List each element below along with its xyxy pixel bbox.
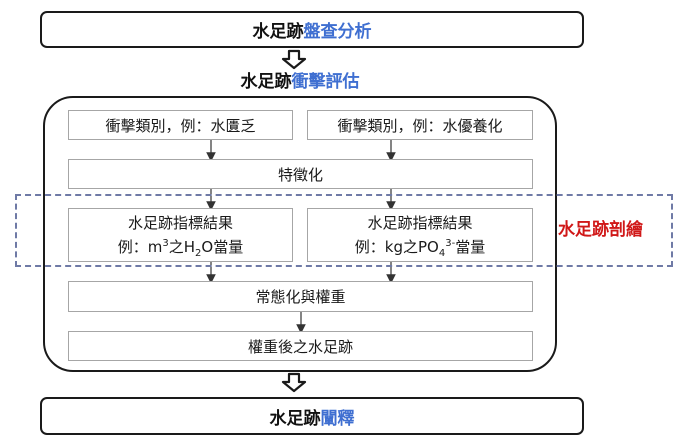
interpretation-box: 水足跡闡釋 bbox=[40, 397, 584, 435]
indicator-result-left-example: 例：m3之H2O當量 bbox=[117, 238, 244, 259]
impact-category-eutrophication: 衝擊類別，例：水優養化 bbox=[307, 110, 533, 140]
impact-assessment-highlight: 衝擊評估 bbox=[291, 72, 360, 92]
indicator-result-right-title: 水足跡指標結果 bbox=[367, 214, 473, 232]
indicator-result-left-title: 水足跡指標結果 bbox=[127, 214, 233, 232]
indicator-result-right-example: 例：kg之PO43-當量 bbox=[354, 238, 486, 259]
weighted-water-footprint-box: 權重後之水足跡 bbox=[68, 331, 533, 361]
water-footprint-profile-label: 水足跡剖繪 bbox=[558, 220, 643, 240]
impact-category-water-scarcity: 衝擊類別，例：水匱乏 bbox=[68, 110, 293, 140]
hollow-down-arrow-bottom bbox=[281, 372, 307, 393]
inventory-analysis-prefix: 水足跡 bbox=[252, 22, 304, 42]
interpretation-prefix: 水足跡 bbox=[269, 408, 321, 429]
inventory-analysis-box: 水足跡盤查分析 bbox=[40, 11, 584, 48]
indicator-result-left: 水足跡指標結果 例：m3之H2O當量 bbox=[68, 208, 293, 262]
impact-assessment-prefix: 水足跡 bbox=[240, 72, 292, 92]
interpretation-highlight: 闡釋 bbox=[320, 408, 355, 429]
water-footprint-profile-region bbox=[15, 194, 673, 267]
indicator-result-right: 水足跡指標結果 例：kg之PO43-當量 bbox=[307, 208, 533, 262]
inventory-analysis-highlight: 盤查分析 bbox=[303, 22, 372, 42]
impact-assessment-container bbox=[43, 96, 557, 372]
hollow-down-arrow-top bbox=[281, 49, 307, 70]
characterization-box: 特徵化 bbox=[68, 159, 533, 189]
impact-assessment-title: 水足跡衝擊評估 bbox=[0, 70, 600, 94]
normalization-weighting-box: 常態化與權重 bbox=[68, 281, 533, 312]
